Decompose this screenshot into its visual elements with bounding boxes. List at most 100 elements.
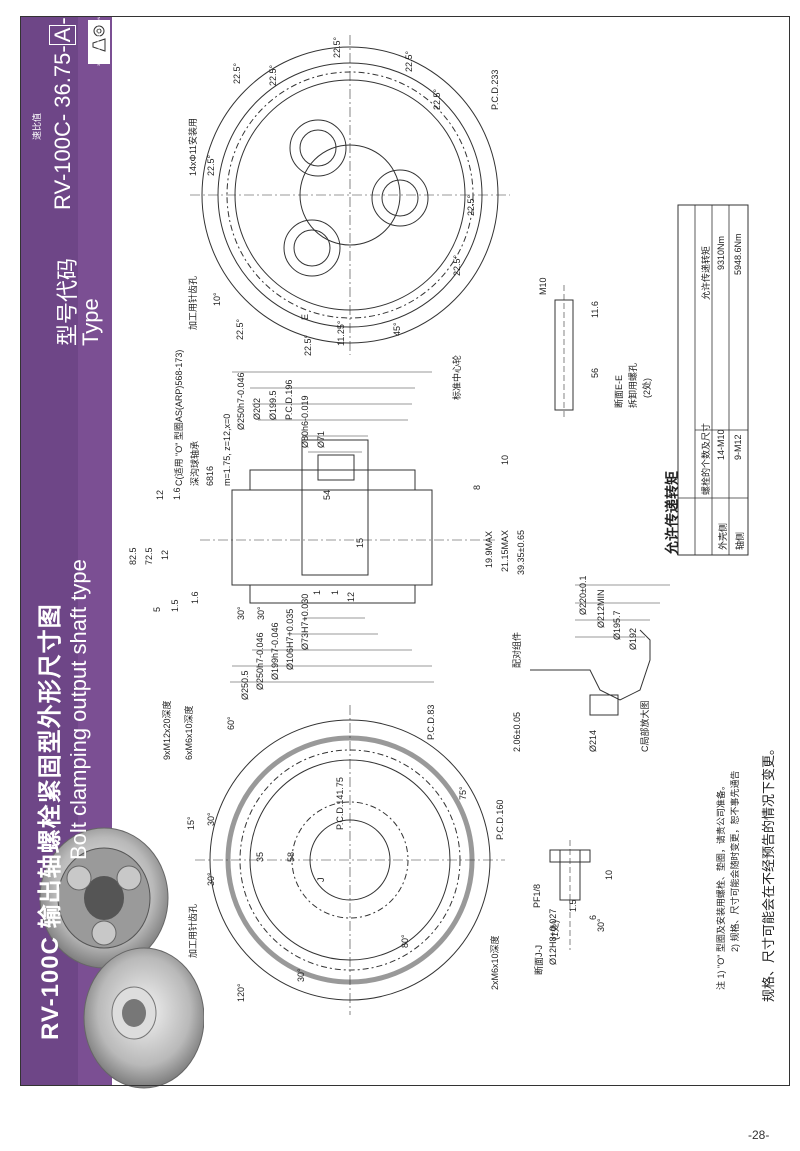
- section-ee-dim-0: 11.6: [590, 301, 600, 318]
- side-dim-right-0: 10: [500, 454, 510, 465]
- top-gear-3-inner: [293, 229, 331, 267]
- side-dim-center-6: 30°: [256, 606, 266, 620]
- top-angle-5: 22.5°: [466, 194, 476, 216]
- detail-c-dim-0: Ø220±0.1: [578, 575, 588, 615]
- torque-row-0-torque: 9310Nm: [716, 235, 726, 270]
- side-mating-label: 配对组件: [512, 631, 522, 668]
- detail-c-block: [589, 694, 619, 716]
- bottom-thread-c: 2xM6x10深度: [490, 935, 500, 990]
- side-dim-center-3: 1: [330, 589, 340, 595]
- torque-title: 允许传递转矩: [664, 471, 680, 555]
- side-center-label: 标准中心轮: [452, 354, 462, 400]
- side-oring-label: C(适用 "O" 型圈AS(ARP)568-173): [174, 349, 184, 486]
- top-angle-10: 22.5°: [432, 88, 442, 110]
- section-jj-dim-0: 1.5: [568, 899, 578, 912]
- bottom-thread-b: 6xM6x10深度: [184, 705, 194, 760]
- detail-c-dim-4: 2.06±0.05: [512, 712, 522, 752]
- detail-c-label: C局部放大图: [640, 700, 650, 753]
- side-dim-left-1: 72.5: [144, 547, 154, 565]
- side-dim-top-1: Ø202: [252, 397, 262, 420]
- side-dim-center-0: 54: [322, 489, 332, 500]
- section-ee-label: 断面E-E: [614, 374, 624, 408]
- torque-row-1-bolts: 9-M12: [733, 434, 743, 460]
- bottom-dim-35: 35: [255, 851, 265, 862]
- side-dim-bottom-2: Ø199h7-0.046: [270, 622, 280, 680]
- bottom-angle-3: 75°: [458, 786, 468, 800]
- side-dim-right-4: 39.35±0.65: [516, 530, 526, 575]
- projection-icon: [92, 25, 106, 52]
- bottom-pcd-a: P.C.D.83: [426, 704, 436, 740]
- side-dim-top-2: Ø199.5: [268, 390, 278, 420]
- torque-col1-head: 螺栓的个数及尺寸: [701, 422, 711, 495]
- bottom-pcd-b: P.C.D.160: [495, 799, 505, 840]
- top-pcd-label: P.C.D.233: [490, 69, 500, 110]
- top-gear-2-inner: [381, 179, 419, 217]
- side-shaft: [301, 439, 369, 576]
- torque-box: [677, 204, 749, 556]
- top-angle-2: 22.5°: [268, 64, 278, 86]
- product-photo: [39, 827, 204, 1089]
- top-holes-label: 14xΦ11安装用: [188, 117, 198, 176]
- bottom-angle-4: 80°: [400, 934, 410, 948]
- bottom-angle-6: 120°: [236, 983, 246, 1002]
- side-dim-center-1: 15: [355, 537, 365, 548]
- top-angle-3: 22.5°: [332, 36, 342, 58]
- top-angle-8: 22.5°: [303, 334, 313, 356]
- bottom-dim-58: 58: [286, 851, 296, 862]
- section-ee-count: (2处): [642, 378, 652, 398]
- detail-c-dim-1: Ø212MIN: [596, 589, 606, 628]
- side-dim-left-4: 1.6: [172, 487, 182, 500]
- section-jj-label: 断面J-J: [534, 945, 544, 975]
- side-housing: [231, 489, 433, 586]
- top-angle-9: 22.5°: [232, 62, 242, 84]
- bottom-thread-a: 9xM12x20深度: [162, 700, 172, 760]
- side-dim-bottom-0: Ø73H7+0.030: [300, 593, 310, 650]
- section-jj-thread: PF1/8: [532, 883, 542, 908]
- side-module: m=1.75, z=12,x=0: [222, 413, 232, 486]
- section-ee-dim-1: 56: [590, 367, 600, 378]
- note-2: 2) 规格、尺寸可能会随时变更，恕不事先通告: [730, 770, 740, 952]
- footer-note: 规格、尺寸可能会在不经预告的情况下变更。: [761, 741, 776, 1002]
- top-angle-45: 45°: [392, 322, 402, 336]
- section-ee-thread: M10: [538, 277, 548, 295]
- side-dim-left-6: 1.5: [170, 599, 180, 612]
- side-dim-top-4: Ø80h6-0.019: [300, 395, 310, 448]
- section-jj-count: (1处): [550, 920, 560, 940]
- note-1: 注 1) "O" 型圈及安装用螺栓、垫圈，请贵公司准备。: [716, 781, 726, 990]
- detail-c-dim-5: Ø214: [588, 729, 598, 752]
- bottom-angle-5: 30°: [206, 872, 216, 886]
- bottom-pin-label: 加工用针齿孔: [188, 903, 198, 958]
- bottom-angle-2: 30°: [206, 812, 216, 826]
- sheet-border: [20, 16, 790, 1086]
- side-dim-right-3: 21.15MAX: [500, 529, 510, 572]
- section-jj-dim-3: 30°: [596, 918, 606, 932]
- side-dim-bottom-3: Ø250h7-0.046: [255, 632, 265, 690]
- side-dim-left-3: 12: [155, 489, 165, 500]
- side-dim-top-3: P.C.D.196: [284, 379, 294, 420]
- detail-c-profile: [530, 629, 651, 701]
- top-angle-1: 22.5°: [206, 154, 216, 176]
- torque-row-1-torque: 5948.6Nm: [733, 233, 743, 275]
- side-dim-bottom-4: Ø250.5: [240, 670, 250, 700]
- top-gear-1-inner: [299, 129, 337, 167]
- bottom-pcd-c: P.C.D.141.75: [335, 777, 345, 830]
- page-number: -28-: [748, 1128, 770, 1142]
- side-dim-right-1: 8: [472, 484, 482, 490]
- side-dim-center-4: 12: [346, 591, 356, 602]
- side-dim-center-5: 30°: [236, 606, 246, 620]
- torque-row-1-side: 轴侧: [735, 531, 745, 550]
- section-jj-body: [559, 849, 581, 901]
- bottom-angle-0: 60°: [226, 716, 236, 730]
- side-dim-top-5: Ø71: [316, 430, 326, 448]
- side-bearing-label: 深沟球轴承: [190, 440, 200, 486]
- side-dim-left-0: 82.5: [128, 547, 138, 565]
- side-dim-bottom-1: Ø106H7+0.035: [285, 608, 295, 670]
- detail-c-dim-2: Ø195.7: [612, 610, 622, 640]
- top-gear-2: [371, 169, 429, 227]
- torque-row-0-bolts: 14-M10: [716, 429, 726, 460]
- side-dim-left-5: 5: [152, 606, 162, 612]
- side-dim-right-2: 19.9MAX: [484, 530, 494, 568]
- torque-col2-head: 允许传递转矩: [701, 245, 711, 300]
